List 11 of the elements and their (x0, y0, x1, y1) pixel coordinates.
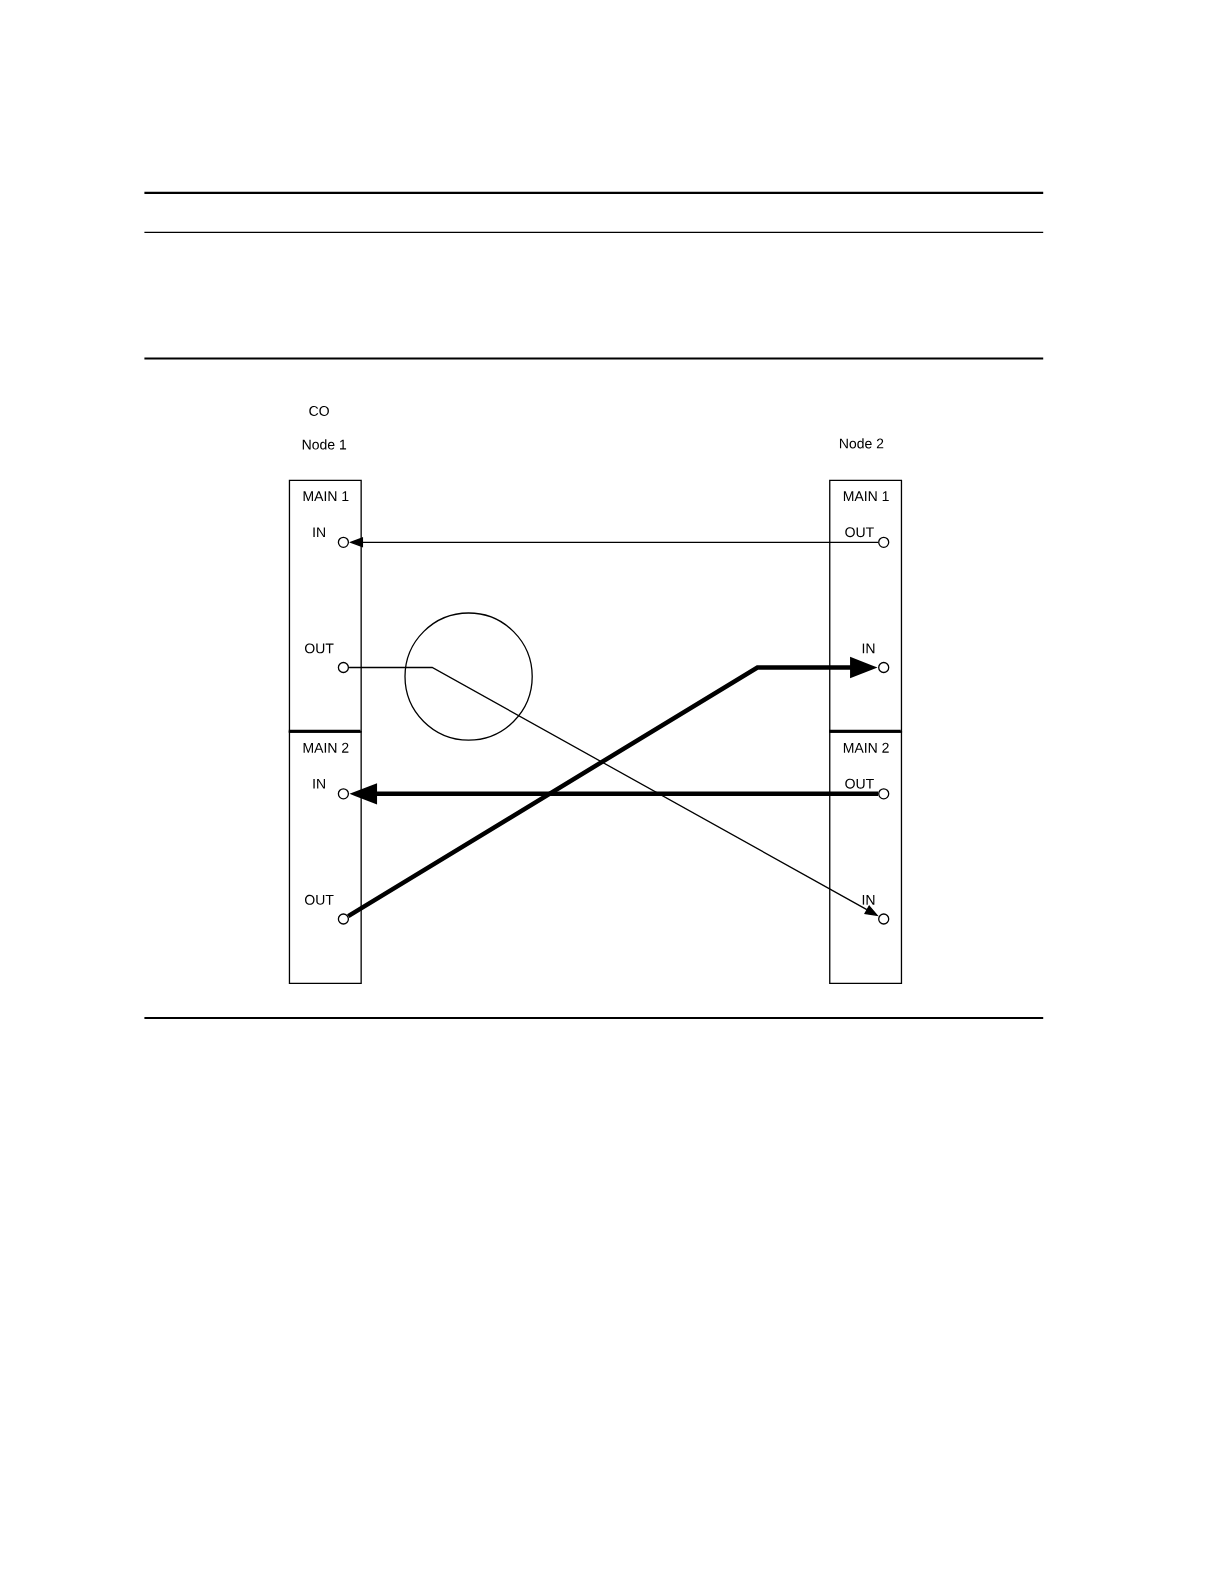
port-label: IN (862, 895, 875, 905)
port-label: IN (862, 643, 875, 654)
port-label: OUT (305, 643, 334, 654)
node-label: Node 2 (840, 438, 884, 449)
port-label: OUT (845, 527, 874, 538)
node-label: CO (309, 406, 329, 416)
node-label: Node 1 (302, 439, 347, 450)
port-label: OUT (305, 894, 334, 905)
port-label: IN (313, 527, 325, 537)
port-label: OUT (845, 778, 874, 789)
port-label: IN (313, 778, 325, 789)
